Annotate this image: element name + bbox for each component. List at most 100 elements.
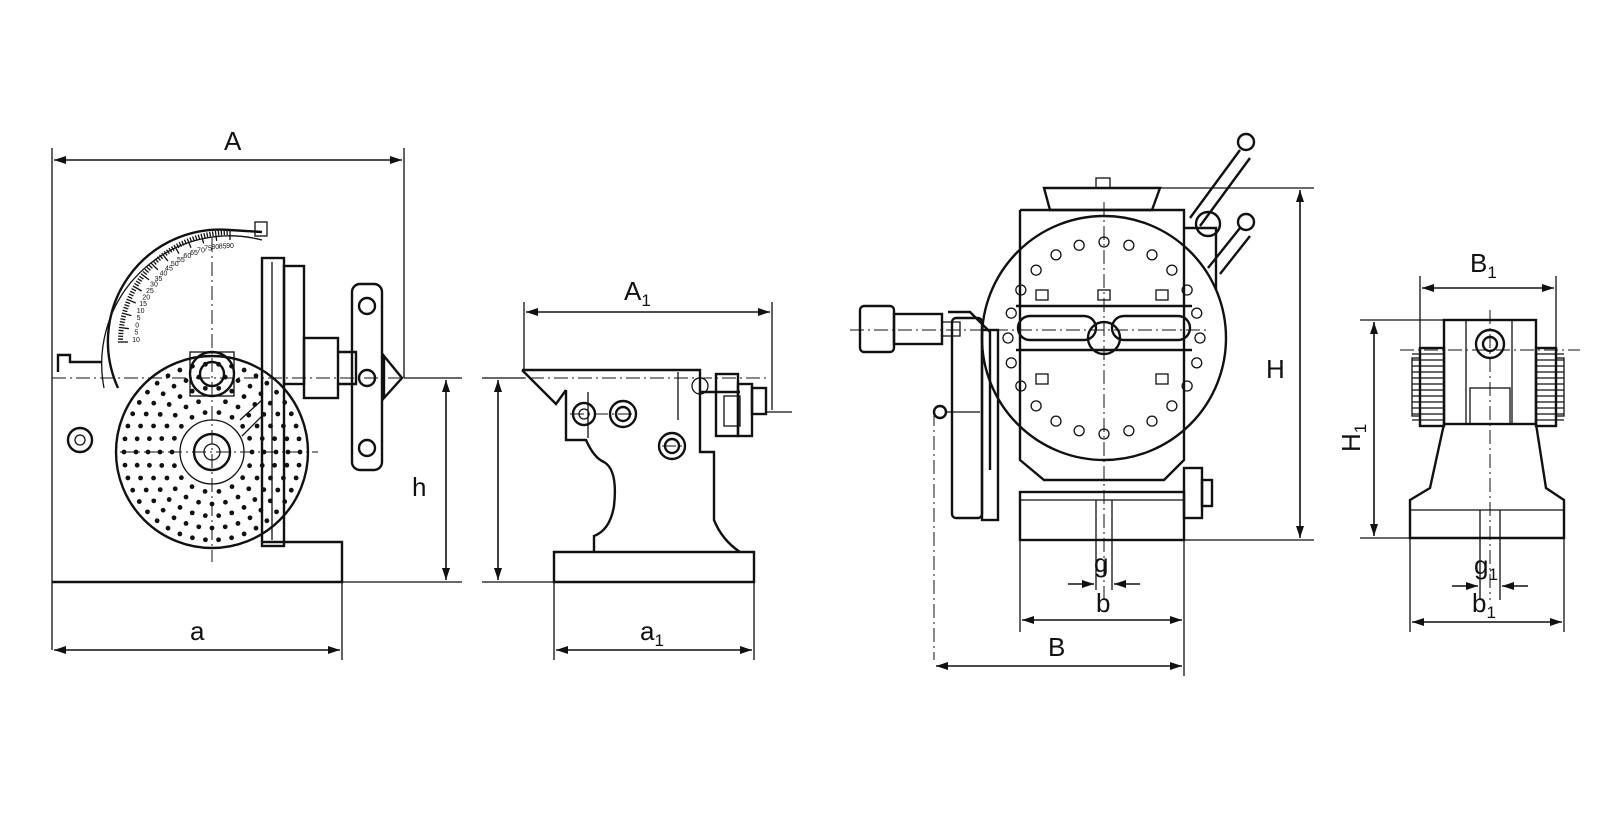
index-hole xyxy=(275,411,281,417)
dial-number: 5 xyxy=(137,315,141,322)
dim-label-b: b xyxy=(1096,588,1110,618)
dial-tick xyxy=(189,237,193,243)
index-hole xyxy=(288,487,294,493)
index-hole xyxy=(136,400,142,405)
index-hole xyxy=(247,383,253,389)
dim-label-A1: A1 xyxy=(624,276,651,310)
index-hole xyxy=(229,388,235,394)
dim-label-B: B xyxy=(1048,632,1065,662)
disc-hole xyxy=(1166,400,1178,412)
dial-number: 80 xyxy=(211,244,219,251)
tailstock-end-view: B1 H1 g1 b1 xyxy=(1336,248,1580,632)
index-hole xyxy=(190,535,195,541)
dim-label-b1: b1 xyxy=(1472,588,1496,622)
dial-tick xyxy=(197,234,201,240)
index-hole xyxy=(183,494,189,500)
index-hole xyxy=(235,378,241,383)
dial-number: 35 xyxy=(155,276,163,283)
dial-number: 25 xyxy=(146,288,154,295)
dial-tick xyxy=(118,329,124,332)
index-hole xyxy=(253,525,259,531)
dial-tick xyxy=(129,290,135,295)
index-hole xyxy=(296,462,302,468)
index-hole xyxy=(145,389,150,395)
disc-hole xyxy=(1146,415,1158,427)
dial-tick xyxy=(122,309,128,313)
index-hole xyxy=(134,462,140,468)
dial-tick xyxy=(208,231,212,237)
dial-tick xyxy=(146,266,151,271)
disc-hole xyxy=(1050,249,1062,261)
index-hole xyxy=(164,423,170,429)
index-hole xyxy=(160,507,166,513)
dial-tick xyxy=(134,282,140,287)
dial-tick xyxy=(132,285,142,292)
index-hole xyxy=(189,388,195,394)
index-hole xyxy=(216,537,221,543)
index-hole xyxy=(254,475,260,481)
index-hole xyxy=(267,400,273,406)
knurl-lines xyxy=(1412,353,1564,421)
dial-tick xyxy=(118,326,129,330)
index-hole xyxy=(247,515,253,521)
index-hole xyxy=(196,399,201,405)
index-hole xyxy=(189,510,195,516)
index-hole xyxy=(172,486,178,492)
dial-tick xyxy=(142,271,148,276)
dial-tick xyxy=(123,306,129,310)
dial-tick xyxy=(159,254,164,260)
index-hole xyxy=(222,524,228,530)
disc-hole xyxy=(1002,332,1014,344)
index-hole xyxy=(171,515,177,521)
index-hole xyxy=(154,518,160,524)
dial-tick xyxy=(175,243,180,249)
index-hole xyxy=(282,499,288,504)
index-hole xyxy=(160,391,166,397)
index-hole xyxy=(216,513,222,519)
index-hole xyxy=(241,531,247,537)
dial-tick xyxy=(139,275,144,280)
dial-tick xyxy=(154,258,159,263)
index-hole xyxy=(157,487,163,493)
dial-tick xyxy=(166,249,170,255)
dial-tick xyxy=(156,256,162,262)
index-hole xyxy=(264,518,270,524)
dial-tick xyxy=(173,244,180,254)
index-hole xyxy=(146,462,152,468)
index-hole xyxy=(268,475,273,481)
index-hole xyxy=(216,488,222,494)
index-hole xyxy=(133,449,139,455)
index-hole xyxy=(202,385,208,391)
dial-tick xyxy=(200,233,205,244)
index-hole xyxy=(272,436,278,442)
index-hole xyxy=(183,521,189,526)
index-hole xyxy=(177,531,183,537)
dial-number: 70 xyxy=(197,248,205,255)
disc-hole xyxy=(1050,415,1062,427)
disc-hole xyxy=(1166,264,1178,276)
dial-tick xyxy=(120,318,126,321)
index-hole xyxy=(172,463,177,469)
index-hole xyxy=(274,509,279,515)
index-hole xyxy=(281,475,286,481)
index-hole xyxy=(151,400,157,406)
index-hole xyxy=(241,505,247,510)
disc-hole xyxy=(1123,425,1135,437)
index-hole xyxy=(296,436,302,442)
dial-tick xyxy=(144,268,150,274)
index-hole xyxy=(145,509,150,515)
index-hole xyxy=(259,463,265,468)
dial-tick xyxy=(137,278,143,282)
index-hole xyxy=(241,394,247,399)
disc-hole xyxy=(1030,400,1042,412)
dial-tick xyxy=(181,240,185,246)
index-hole xyxy=(254,423,260,429)
disc-hole xyxy=(1191,307,1203,319)
index-hole xyxy=(122,462,128,468)
dim-label-A: A xyxy=(224,126,242,156)
dial-tick xyxy=(183,239,188,245)
dial-tick xyxy=(126,298,137,304)
index-hole xyxy=(235,494,241,500)
index-hole xyxy=(235,521,241,526)
index-hole xyxy=(151,475,156,481)
